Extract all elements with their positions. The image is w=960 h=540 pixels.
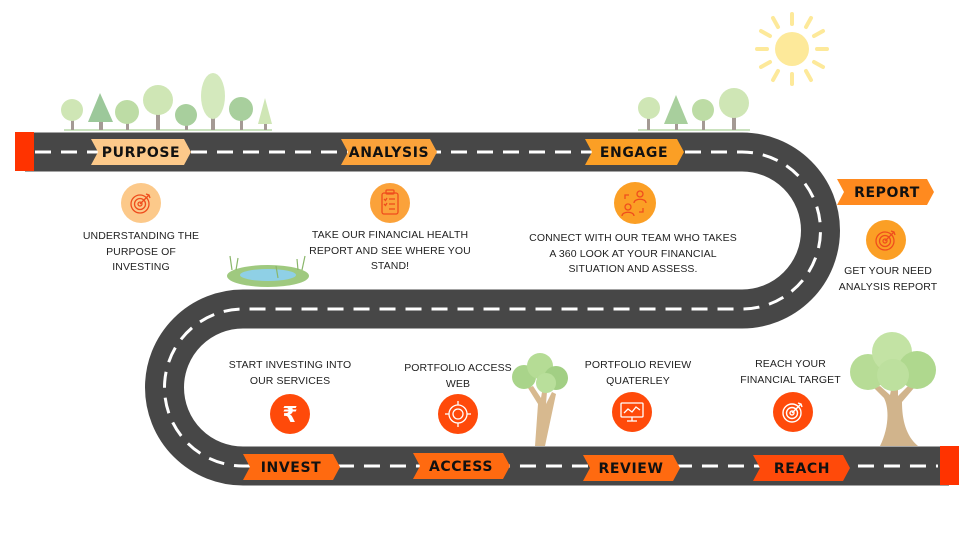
tree-illustration-right	[850, 332, 936, 446]
tree-row-right	[638, 88, 750, 131]
road	[25, 132, 949, 486]
svg-text:PURPOSE: PURPOSE	[102, 145, 180, 161]
svg-text:REACH: REACH	[774, 461, 830, 477]
svg-text:₹: ₹	[282, 403, 297, 428]
svg-text:REVIEW: REVIEW	[599, 461, 664, 477]
crosshair-icon	[438, 394, 478, 434]
svg-text:ANALYSIS: ANALYSIS	[349, 145, 429, 161]
rupee-icon: ₹	[270, 394, 310, 434]
tag-engage[interactable]: ENGAGE	[585, 139, 684, 165]
step-description-purpose: UNDERSTANDING THE PURPOSE OF INVESTING	[82, 230, 200, 273]
tree-illustration-middle	[512, 353, 568, 446]
people-exchange-icon	[614, 182, 656, 224]
step-description-invest: START INVESTING INTO OUR SERVICES	[228, 359, 352, 387]
svg-text:INVEST: INVEST	[261, 460, 322, 476]
pond-illustration	[227, 255, 309, 287]
step-description-review: PORTFOLIO REVIEW QUATERLEY	[584, 359, 692, 387]
step-description-analysis: TAKE OUR FINANCIAL HEALTH REPORT AND SEE…	[309, 229, 471, 272]
tag-access[interactable]: ACCESS	[413, 453, 510, 479]
step-description-report: GET YOUR NEED ANALYSIS REPORT	[838, 265, 938, 293]
target-icon	[121, 183, 161, 223]
road-start-cap	[15, 132, 34, 171]
monitor-chart-icon	[612, 392, 652, 432]
tag-report[interactable]: REPORT	[837, 179, 934, 205]
step-description-engage: CONNECT WITH OUR TEAM WHO TAKES A 360 LO…	[529, 232, 737, 275]
target-icon	[866, 220, 906, 260]
tag-review[interactable]: REVIEW	[583, 455, 680, 481]
clipboard-checklist-icon	[370, 183, 410, 223]
tag-invest[interactable]: INVEST	[243, 454, 340, 480]
svg-text:ACCESS: ACCESS	[429, 459, 493, 475]
target-icon	[773, 392, 813, 432]
tree-row-left	[61, 73, 272, 131]
tag-reach[interactable]: REACH	[753, 455, 850, 481]
svg-text:ENGAGE: ENGAGE	[600, 145, 668, 161]
step-description-reach: REACH YOUR FINANCIAL TARGET	[740, 358, 841, 386]
step-description-access: PORTFOLIO ACCESS WEB	[404, 362, 512, 390]
road-end-cap	[940, 446, 959, 485]
tag-analysis[interactable]: ANALYSIS	[341, 139, 437, 165]
sun-icon	[755, 12, 829, 86]
svg-text:REPORT: REPORT	[854, 185, 920, 201]
tag-purpose[interactable]: PURPOSE	[91, 139, 191, 165]
